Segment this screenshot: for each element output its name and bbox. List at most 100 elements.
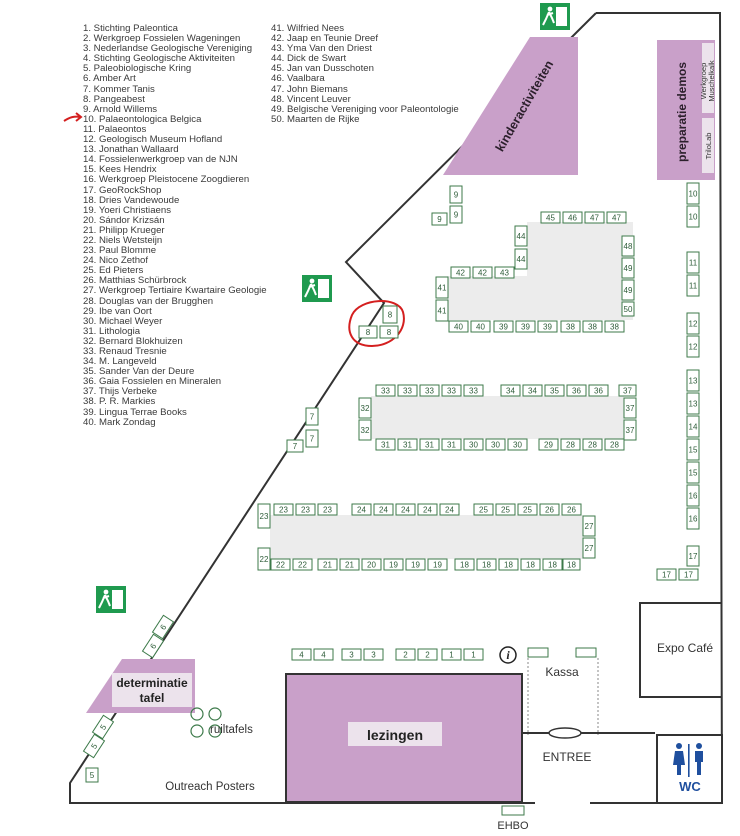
stand-18[interactable]: 18 [454,558,475,571]
stand-42[interactable]: 42 [472,266,493,279]
stand-41[interactable]: 41 [435,299,449,322]
stand-31[interactable]: 31 [397,438,418,451]
stand-38[interactable]: 38 [582,320,603,333]
stand-10[interactable]: 10 [686,205,700,228]
stand-16[interactable]: 16 [686,484,700,507]
stand-16[interactable]: 16 [686,507,700,530]
stand-33[interactable]: 33 [375,384,396,397]
stand-4[interactable]: 4 [313,648,334,661]
stand-43[interactable]: 43 [494,266,515,279]
stand-25[interactable]: 25 [473,503,494,516]
stand-22[interactable]: 22 [257,547,271,571]
stand-9[interactable]: 9 [449,205,463,224]
stand-5[interactable]: 5 [82,733,106,759]
stand-38[interactable]: 38 [604,320,625,333]
stand-49[interactable]: 49 [621,279,635,301]
stand-11[interactable]: 11 [686,251,700,274]
stand-34[interactable]: 34 [522,384,543,397]
stand-2[interactable]: 2 [417,648,438,661]
stand-50[interactable]: 50 [621,301,635,317]
stand-8[interactable]: 8 [358,325,378,339]
stand-25[interactable]: 25 [517,503,538,516]
stand-19[interactable]: 19 [427,558,448,571]
stand-31[interactable]: 31 [375,438,396,451]
stand-36[interactable]: 36 [566,384,587,397]
stand-36[interactable]: 36 [588,384,609,397]
stand-40[interactable]: 40 [470,320,491,333]
stand-33[interactable]: 33 [419,384,440,397]
stand-31[interactable]: 31 [441,438,462,451]
stand-22[interactable]: 22 [292,558,313,571]
stand-21[interactable]: 21 [317,558,338,571]
stand-26[interactable]: 26 [561,503,582,516]
stand-11[interactable]: 11 [686,274,700,297]
stand-22[interactable]: 22 [270,558,291,571]
stand-28[interactable]: 28 [582,438,603,451]
stand-28[interactable]: 28 [560,438,581,451]
stand-18[interactable]: 18 [562,558,581,571]
stand-12[interactable]: 12 [686,335,700,358]
stand-8[interactable]: 8 [382,305,398,324]
stand-27[interactable]: 27 [582,515,596,537]
stand-17[interactable]: 17 [678,568,699,581]
stand-37[interactable]: 37 [618,384,637,397]
stand-42[interactable]: 42 [450,266,471,279]
stand-17[interactable]: 17 [656,568,677,581]
stand-35[interactable]: 35 [544,384,565,397]
stand-31[interactable]: 31 [419,438,440,451]
stand-1[interactable]: 1 [463,648,484,661]
stand-34[interactable]: 34 [500,384,521,397]
stand-3[interactable]: 3 [363,648,384,661]
stand-4[interactable]: 4 [291,648,312,661]
stand-30[interactable]: 30 [507,438,528,451]
stand-15[interactable]: 15 [686,438,700,461]
stand-32[interactable]: 32 [358,397,372,419]
stand-24[interactable]: 24 [395,503,416,516]
stand-24[interactable]: 24 [351,503,372,516]
stand-8[interactable]: 8 [379,325,399,339]
stand-13[interactable]: 13 [686,392,700,415]
stand-47[interactable]: 47 [606,211,627,224]
stand-3[interactable]: 3 [341,648,362,661]
stand-24[interactable]: 24 [417,503,438,516]
stand-13[interactable]: 13 [686,369,700,392]
stand-27[interactable]: 27 [582,537,596,559]
stand-40[interactable]: 40 [448,320,469,333]
stand-14[interactable]: 14 [686,415,700,438]
stand-33[interactable]: 33 [397,384,418,397]
stand-44[interactable]: 44 [514,248,528,270]
stand-23[interactable]: 23 [317,503,338,516]
stand-39[interactable]: 39 [493,320,514,333]
stand-23[interactable]: 23 [273,503,294,516]
stand-7[interactable]: 7 [305,429,319,448]
stand-18[interactable]: 18 [498,558,519,571]
stand-10[interactable]: 10 [686,182,700,205]
stand-38[interactable]: 38 [560,320,581,333]
stand-6[interactable]: 6 [141,633,165,659]
stand-21[interactable]: 21 [339,558,360,571]
stand-19[interactable]: 19 [383,558,404,571]
stand-30[interactable]: 30 [463,438,484,451]
stand-24[interactable]: 24 [439,503,460,516]
stand-45[interactable]: 45 [540,211,561,224]
stand-2[interactable]: 2 [395,648,416,661]
stand-23[interactable]: 23 [257,503,271,529]
stand-7[interactable]: 7 [286,439,304,453]
stand-5[interactable]: 5 [91,714,115,740]
stand-12[interactable]: 12 [686,312,700,335]
stand-49[interactable]: 49 [621,257,635,279]
stand-25[interactable]: 25 [495,503,516,516]
stand-18[interactable]: 18 [542,558,563,571]
stand-37[interactable]: 37 [623,419,637,441]
stand-9[interactable]: 9 [449,185,463,204]
stand-33[interactable]: 33 [441,384,462,397]
stand-30[interactable]: 30 [485,438,506,451]
stand-32[interactable]: 32 [358,419,372,441]
stand-28[interactable]: 28 [604,438,625,451]
stand-7[interactable]: 7 [305,407,319,426]
stand-15[interactable]: 15 [686,461,700,484]
stand-39[interactable]: 39 [537,320,558,333]
stand-26[interactable]: 26 [539,503,560,516]
stand-18[interactable]: 18 [476,558,497,571]
stand-17[interactable]: 17 [686,545,700,567]
